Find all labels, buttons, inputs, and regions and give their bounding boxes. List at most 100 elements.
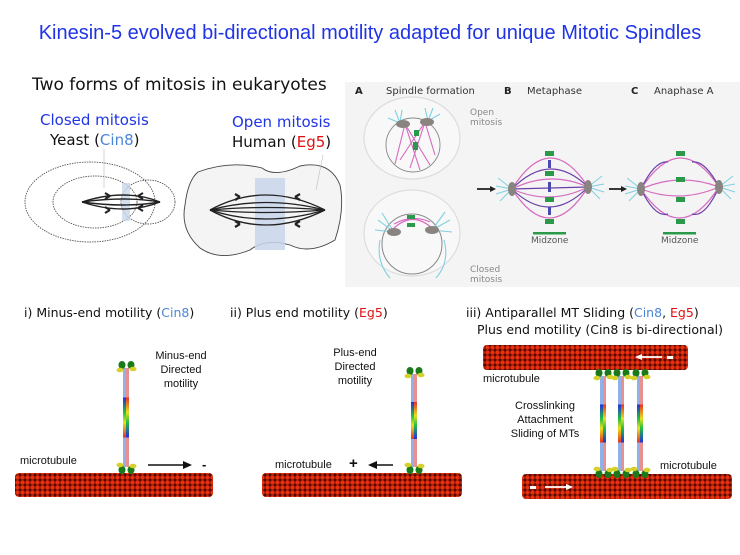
- caption-bidirectional: Plus end motility (Cin8 is bi-directiona…: [477, 322, 723, 337]
- caption-text: ): [189, 305, 195, 320]
- caption-antiparallel-sliding: iii) Antiparallel MT Sliding (Cin8, Eg5): [466, 305, 699, 320]
- protein-eg5: Eg5: [296, 133, 326, 151]
- stage-letter-b: B: [504, 86, 512, 97]
- motor-stalk: [621, 376, 624, 471]
- motor-neck: [624, 374, 632, 380]
- caption-text: iii) Antiparallel MT Sliding (: [466, 305, 634, 320]
- caption-text: ii) Plus end motility (: [230, 305, 360, 320]
- paren: ): [325, 133, 332, 151]
- motor-neck: [129, 366, 137, 372]
- caption-text: i) Minus-end motility (: [24, 305, 162, 320]
- midzone-label-metaphase: Midzone: [531, 236, 569, 246]
- open-spindle-fibers: [209, 193, 326, 228]
- annotation-line: motility: [337, 375, 373, 387]
- motor-stalk: [600, 376, 603, 471]
- panel-a-open-cell: [363, 96, 461, 180]
- motor-stalk: [640, 376, 643, 471]
- motor-neck: [630, 466, 638, 472]
- protein-cin8: Cin8: [161, 305, 190, 320]
- stage-letter-c: C: [631, 86, 639, 97]
- annotation-line: motility: [163, 378, 199, 390]
- minus-sign-i: -: [202, 457, 207, 472]
- sliding-arrow-bottom: [530, 484, 573, 490]
- label-line: Closed: [470, 265, 501, 275]
- kinesin-5-motor-iii-3: [630, 369, 651, 478]
- annotation-line: Sliding of MTs: [510, 428, 580, 440]
- annotation-line: Plus-end: [333, 347, 377, 359]
- motor-neck: [417, 463, 425, 469]
- open-midzone-highlight: [255, 178, 285, 250]
- open-pointer-line: [315, 154, 324, 191]
- motor-head: [613, 369, 621, 377]
- closed-spindle-fibers: [81, 192, 161, 214]
- motor-neck: [643, 467, 651, 473]
- panel-b-metaphase-spindle: [495, 151, 605, 235]
- paren: ): [133, 131, 140, 149]
- motor-neck: [116, 462, 124, 468]
- open-mitosis-heading: Open mitosis: [232, 113, 331, 131]
- organism-yeast: Yeast: [50, 131, 90, 149]
- nucleus-right: [120, 179, 176, 225]
- motor-head: [118, 361, 126, 369]
- microtubule-iii-top: [483, 345, 688, 370]
- microtubule-iii-bottom: [522, 474, 732, 499]
- annotation-line: Directed: [334, 361, 376, 373]
- stage-label-metaphase: Metaphase: [527, 86, 583, 97]
- motor-head: [613, 470, 621, 478]
- microtubule-i: [15, 473, 213, 497]
- microtubule-label-iii-top: microtubule: [483, 373, 540, 385]
- protein-eg5: Eg5: [359, 305, 383, 320]
- motor-neck: [643, 374, 651, 380]
- motor-neck: [129, 463, 137, 469]
- nucleus-left: [52, 175, 138, 229]
- section-subtitle: Two forms of mitosis in eukaryotes: [32, 75, 327, 95]
- motor-neck: [630, 375, 638, 381]
- motor-head: [595, 470, 603, 478]
- motor-neck: [593, 466, 601, 472]
- midzone-label-anaphase: Midzone: [661, 236, 699, 246]
- motor-stalk: [126, 368, 129, 467]
- label-line: mitosis: [470, 275, 503, 285]
- kinesin-5-motor-i: [116, 361, 137, 474]
- outer-cell-outline: [24, 161, 156, 243]
- plus-direction-arrow-ii: [368, 461, 393, 469]
- motor-neck: [404, 462, 412, 468]
- motor-neck: [116, 367, 124, 373]
- motor-neck: [593, 375, 601, 381]
- label-line: Open: [470, 108, 495, 118]
- motor-stalk: [414, 374, 417, 467]
- paren: (: [286, 133, 297, 151]
- microtubule-label-ii: microtubule: [275, 459, 332, 471]
- stage-label-spindle-formation: Spindle formation: [386, 86, 475, 97]
- annotation-line: Crosslinking: [515, 400, 575, 412]
- sliding-arrow-top: [635, 354, 673, 360]
- caption-plus-end-motility: ii) Plus end motility (Eg5): [230, 305, 388, 320]
- microtubule-ii: [262, 473, 462, 497]
- caption-text: ): [693, 305, 699, 320]
- stage-label-anaphase-a: Anaphase A: [654, 86, 714, 97]
- annotation-line: Directed: [160, 364, 202, 376]
- annotation-line: Minus-end: [155, 350, 207, 362]
- motor-head: [632, 470, 640, 478]
- protein-cin8: Cin8: [99, 131, 134, 149]
- label-line: mitosis: [470, 118, 503, 128]
- motor-head: [406, 466, 414, 474]
- kinesin-5-motor-iii-1: [593, 369, 614, 478]
- plus-sign-ii: +: [349, 455, 358, 472]
- closed-midzone-highlight: [122, 183, 130, 221]
- protein-eg5: Eg5: [670, 305, 694, 320]
- stage-arrow-b-to-c: [609, 186, 627, 192]
- stage-letter-a: A: [355, 86, 363, 97]
- motor-neck: [611, 375, 619, 381]
- minus-direction-arrow-i: [148, 461, 192, 469]
- closed-mitosis-cell-drawing: [24, 161, 176, 243]
- kinesin-5-motor-iii-2: [611, 369, 632, 478]
- motor-stalk: [411, 374, 414, 467]
- annotation-line: Attachment: [517, 414, 573, 426]
- motor-stalk: [618, 376, 621, 471]
